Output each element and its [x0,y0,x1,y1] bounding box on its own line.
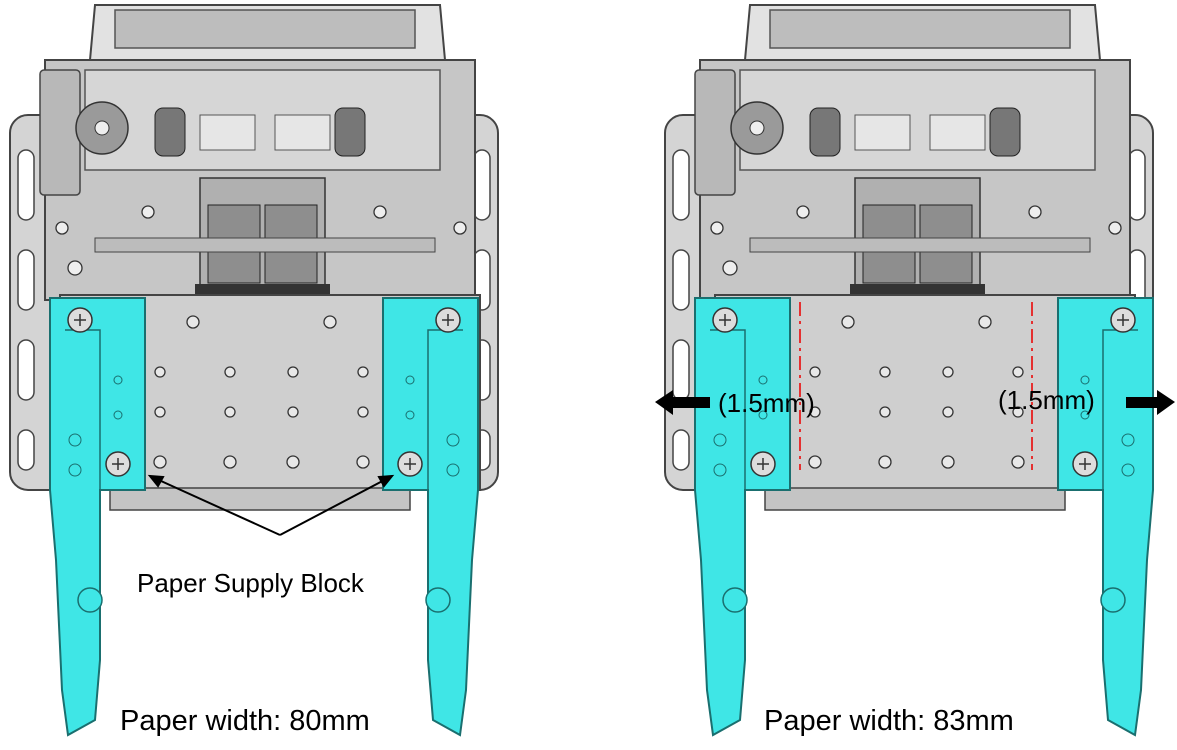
left-supply-block-part-shifted [694,297,791,736]
left-supply-block-part [49,297,146,736]
right-supply-block-part-shifted [1057,297,1154,736]
left-paper-width-caption: Paper width: 80mm [120,705,370,737]
left-outward-arrow [655,390,710,415]
paper-supply-block-label: Paper Supply Block [137,568,364,598]
left-offset-label: (1.5mm) [718,388,815,418]
right-supply-block-part [382,297,479,736]
right-outward-arrow [1126,390,1175,415]
right-offset-label: (1.5mm) [998,385,1095,415]
right-printer-assembly [664,4,1154,736]
left-printer-assembly [9,4,499,736]
callout-pointer-lines [147,474,395,536]
right-paper-width-caption: Paper width: 83mm [764,705,1014,737]
